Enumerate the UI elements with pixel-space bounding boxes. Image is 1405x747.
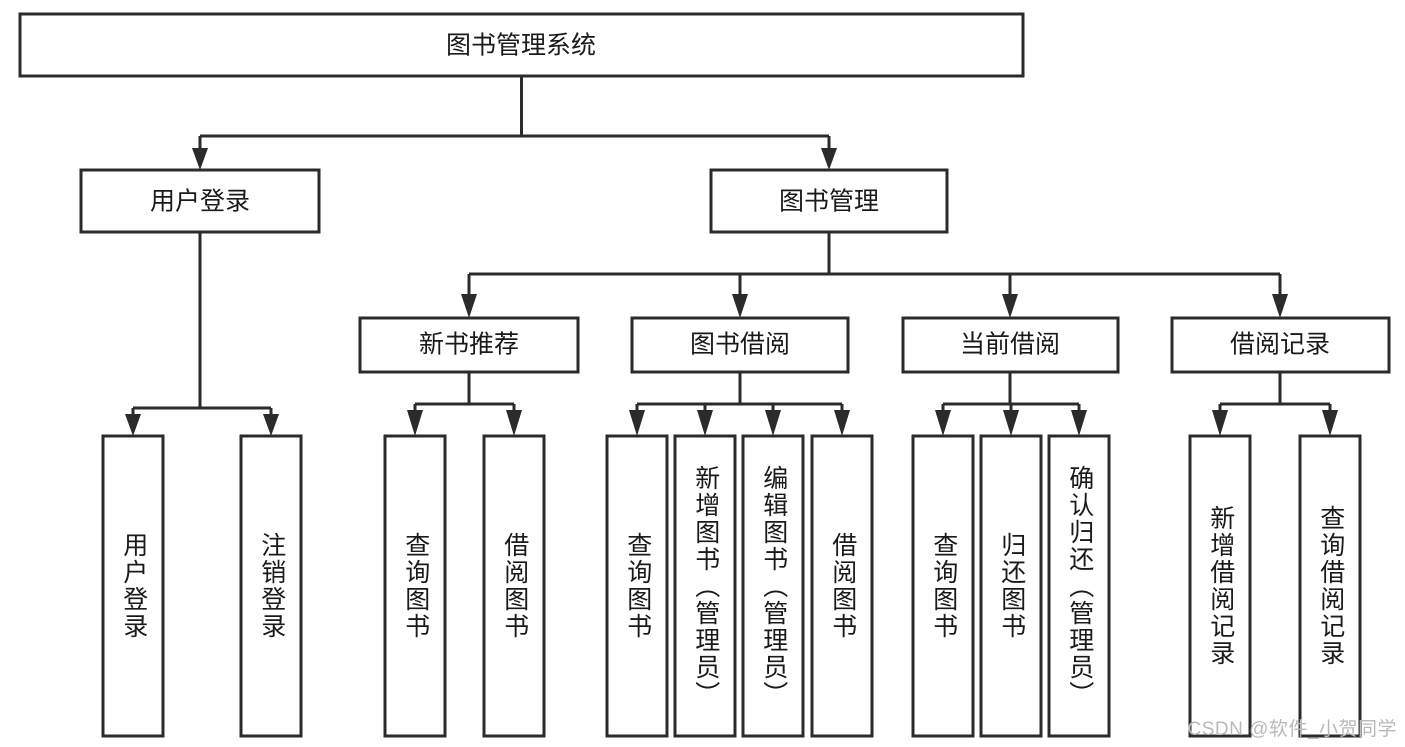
node-leaf-confirm-return-box[interactable] — [1047, 434, 1111, 738]
connector-group-current-borrow — [935, 372, 1087, 436]
arrow-head-leaf-logout — [263, 414, 279, 436]
connector-group-new-book-rec — [407, 372, 522, 436]
node-borrow-record[interactable]: 借阅记录 — [1170, 316, 1391, 374]
node-leaf-borrow-book-1-box[interactable] — [482, 434, 546, 738]
connector-group-root — [192, 76, 837, 170]
node-leaf-borrow-book-2-box[interactable] — [810, 434, 874, 738]
node-leaf-query-book-3-box[interactable] — [911, 434, 975, 738]
node-book-mgmt-box[interactable] — [709, 168, 949, 234]
arrow-head-leaf-add-record — [1212, 410, 1228, 436]
node-leaf-add-record-box[interactable] — [1188, 434, 1252, 738]
arrow-head-leaf-borrow-book-2 — [834, 410, 850, 436]
arrow-head-new-book-rec — [461, 294, 477, 318]
node-leaf-query-book-1-box[interactable] — [383, 434, 447, 738]
node-book-borrow[interactable]: 图书借阅 — [630, 316, 850, 374]
node-book-mgmt-label: 图书管理 — [779, 188, 879, 216]
node-root-box[interactable] — [18, 12, 1025, 78]
node-current-borrow-label: 当前借阅 — [960, 331, 1060, 359]
node-leaf-return-book-box[interactable] — [979, 434, 1043, 738]
node-leaf-query-book-2-box[interactable] — [605, 434, 669, 738]
arrow-head-leaf-borrow-book-1 — [506, 410, 522, 436]
node-borrow-record-label: 借阅记录 — [1230, 331, 1330, 359]
node-book-mgmt[interactable]: 图书管理 — [709, 168, 949, 234]
node-leaf-query-record-box[interactable] — [1298, 434, 1362, 738]
node-leaf-user-login-box[interactable] — [101, 434, 165, 738]
node-book-borrow-label: 图书借阅 — [690, 331, 790, 359]
node-user-login-box[interactable] — [79, 168, 321, 234]
csdn-watermark: CSDN @软件_小贺同学 — [1187, 719, 1397, 740]
connector-group-borrow-record — [1212, 372, 1338, 436]
node-leaf-add-book-box[interactable] — [673, 434, 737, 738]
arrow-head-leaf-return-book — [1003, 410, 1019, 436]
node-new-book-rec-box[interactable] — [358, 316, 580, 374]
node-current-borrow[interactable]: 当前借阅 — [901, 316, 1120, 374]
arrow-head-leaf-query-book-3 — [935, 410, 951, 436]
node-new-book-rec[interactable]: 新书推荐 — [358, 316, 580, 374]
arrow-head-user-login — [192, 148, 208, 170]
arrow-head-current-borrow — [1002, 294, 1018, 318]
connector-group-book-mgmt — [461, 232, 1288, 318]
node-borrow-record-box[interactable] — [1170, 316, 1391, 374]
arrow-head-leaf-query-book-1 — [407, 410, 423, 436]
node-root[interactable]: 图书管理系统 — [18, 12, 1025, 78]
node-new-book-rec-label: 新书推荐 — [419, 331, 519, 359]
arrow-head-leaf-edit-book — [765, 410, 781, 436]
node-user-login-label: 用户登录 — [150, 188, 250, 216]
arrow-head-leaf-query-book-2 — [629, 410, 645, 436]
arrow-head-leaf-query-record — [1322, 410, 1338, 436]
node-current-borrow-box[interactable] — [901, 316, 1120, 374]
node-leaf-logout-box[interactable] — [239, 434, 303, 738]
connector-group-book-borrow — [629, 372, 850, 436]
node-leaf-edit-book-box[interactable] — [741, 434, 805, 738]
arrow-head-leaf-add-book — [697, 410, 713, 436]
arrow-head-book-borrow — [732, 294, 748, 318]
arrow-head-book-mgmt — [821, 148, 837, 170]
arrow-head-borrow-record — [1272, 294, 1288, 318]
arrow-head-leaf-user-login — [125, 414, 141, 436]
node-user-login[interactable]: 用户登录 — [79, 168, 321, 234]
node-book-borrow-box[interactable] — [630, 316, 850, 374]
node-root-label: 图书管理系统 — [446, 32, 596, 60]
arrow-head-leaf-confirm-return — [1071, 410, 1087, 436]
connector-group-user-login — [125, 232, 279, 436]
